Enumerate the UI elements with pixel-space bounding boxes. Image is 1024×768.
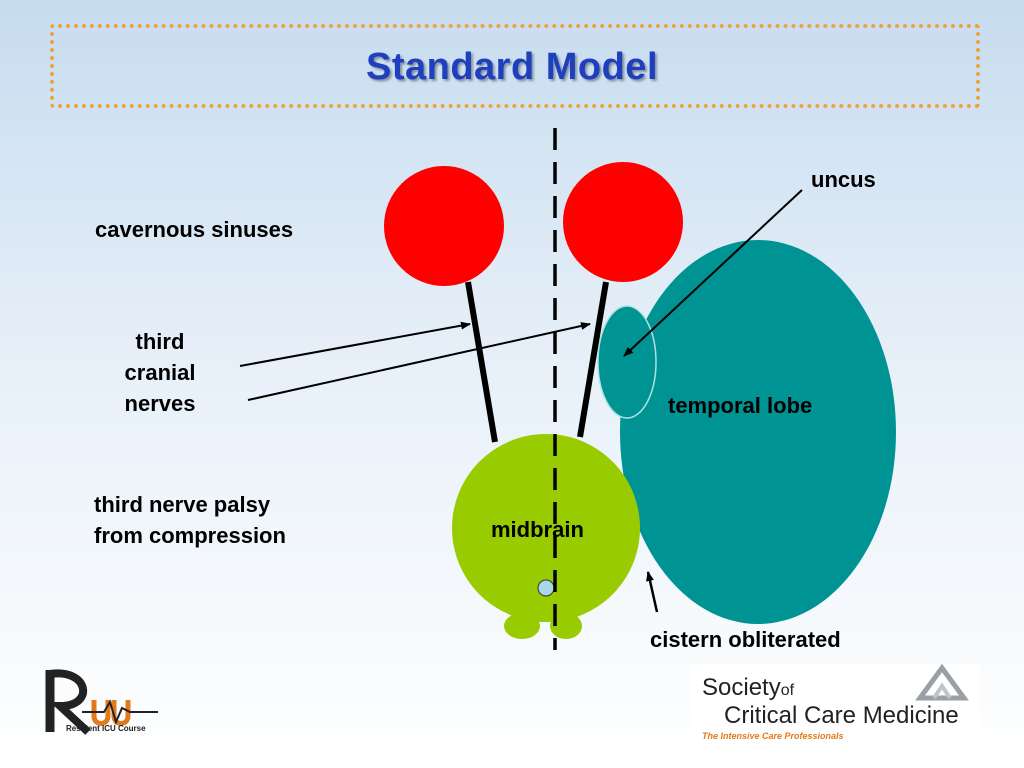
right-cavernous-sinus [563, 162, 683, 282]
third-cranial-nerves-line-2: cranial [124, 360, 196, 385]
title-frame [50, 24, 980, 108]
arrow-to-left-nerve [239, 321, 471, 367]
third-nerve-palsy-line-2: from compression [94, 523, 286, 548]
cavernous-sinuses-label: cavernous sinuses [95, 217, 294, 242]
sccm-triangle-icon [915, 664, 969, 701]
uncus-label: uncus [811, 167, 876, 192]
sccm-tagline: The Intensive Care Professionals [702, 731, 844, 741]
sccm-society-text: Societyof [702, 674, 794, 702]
uncus-shape [597, 305, 657, 419]
midbrain-label: midbrain [491, 517, 584, 542]
temporal-lobe-shape [620, 240, 896, 624]
midbrain-shape [452, 434, 640, 639]
third-nerve-palsy-label: third nerve palsy from compression [94, 489, 286, 551]
third-cranial-nerves-label: third cranial nerves [120, 326, 200, 419]
slide-title: Standard Model [365, 46, 659, 88]
arrow-to-uncus [623, 189, 803, 357]
sccm-critical-care-text: Critical Care Medicine [724, 702, 959, 729]
arrow-to-right-nerve [247, 322, 591, 401]
third-cranial-nerves-line-1: third [135, 329, 185, 354]
cistern-obliterated-label: cistern obliterated [650, 627, 841, 652]
left-cavernous-sinus [384, 166, 504, 286]
third-cranial-nerves-line-3: nerves [124, 391, 196, 416]
sccm-society-word: Society [702, 674, 781, 701]
left-third-nerve [465, 281, 498, 443]
sccm-of-word: of [780, 682, 795, 699]
ricu-logo: Resident ICU Course [30, 662, 230, 742]
sccm-logo: Societyof Critical Care Medicine The Int… [690, 664, 980, 744]
third-nerve-palsy-line-1: third nerve palsy [94, 492, 271, 517]
ricu-logo-mark [45, 669, 158, 735]
right-third-nerve [577, 281, 609, 438]
temporal-lobe-label: temporal lobe [668, 393, 813, 418]
arrow-to-cistern [646, 571, 659, 613]
ricu-subtitle: Resident ICU Course [66, 724, 146, 733]
